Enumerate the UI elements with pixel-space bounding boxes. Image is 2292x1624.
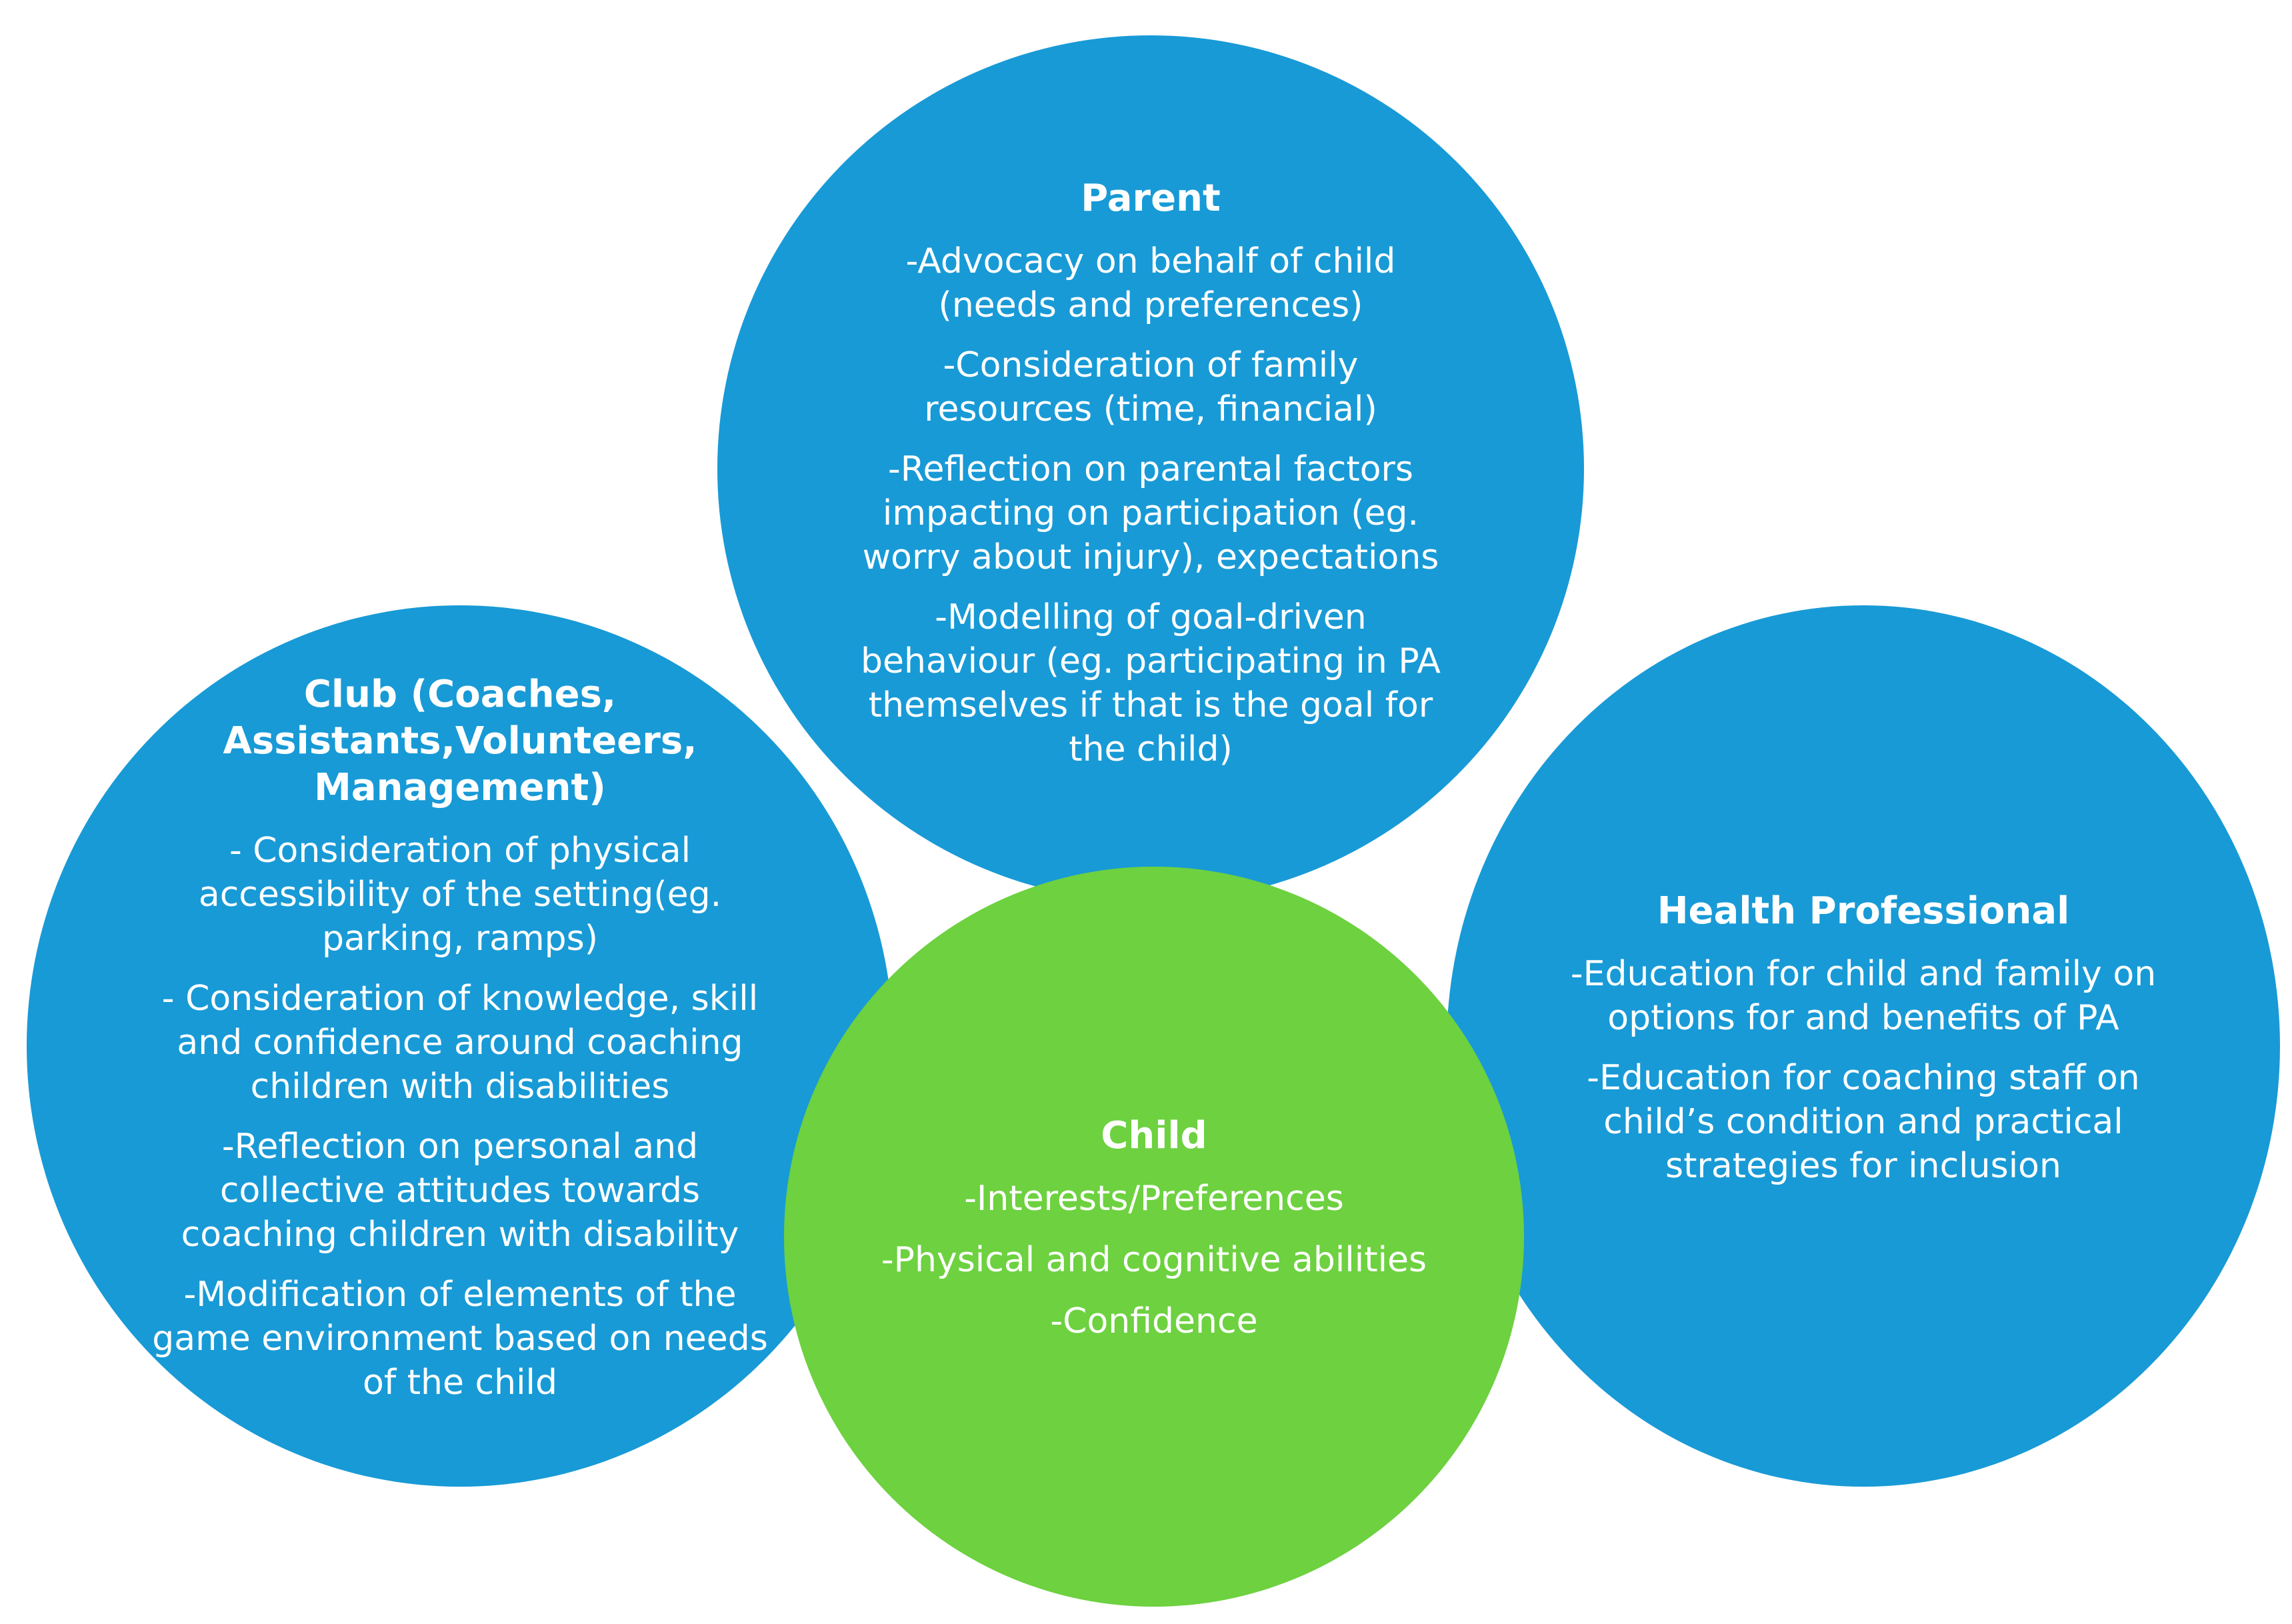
health-item-staff-education: -Education for coaching staff on child’s… xyxy=(1587,1058,2140,1186)
parent-title: Parent xyxy=(1081,177,1221,220)
club-item-reflection: -Reflection on personal and collective a… xyxy=(181,1127,739,1255)
child-item-abilities: -Physical and cognitive abilities xyxy=(881,1240,1427,1280)
parent-item-resources: -Consideration of family resources (time… xyxy=(924,345,1377,429)
health-item-family-education: -Education for child and family on optio… xyxy=(1570,954,2157,1038)
child-item-confidence: -Confidence xyxy=(1050,1301,1258,1341)
club-title: Club (Coaches, Assistants,Volunteers, Ma… xyxy=(223,673,697,809)
parent-item-advocacy: -Advocacy on behalf of child (needs and … xyxy=(905,241,1396,325)
health-title: Health Professional xyxy=(1657,889,2070,933)
parent-circle: Parent -Advocacy on behalf of child (nee… xyxy=(717,35,1584,902)
parent-item-modelling: -Modelling of goal-driven behaviour (eg.… xyxy=(861,597,1441,769)
club-circle: Club (Coaches, Assistants,Volunteers, Ma… xyxy=(27,605,893,1487)
club-item-modification: -Modification of elements of the game en… xyxy=(152,1275,768,1403)
parent-item-reflection: -Reflection on parental factors impactin… xyxy=(862,449,1439,577)
club-item-knowledge: - Consideration of knowledge, skill and … xyxy=(161,979,759,1107)
club-item-accessibility: - Consideration of physical accessibilit… xyxy=(198,831,722,959)
child-item-interests: -Interests/Preferences xyxy=(964,1179,1344,1219)
child-circle: Child -Interests/Preferences -Physical a… xyxy=(784,867,1524,1607)
health-professional-circle: Health Professional -Education for child… xyxy=(1447,605,2280,1487)
child-title: Child xyxy=(1101,1114,1207,1157)
